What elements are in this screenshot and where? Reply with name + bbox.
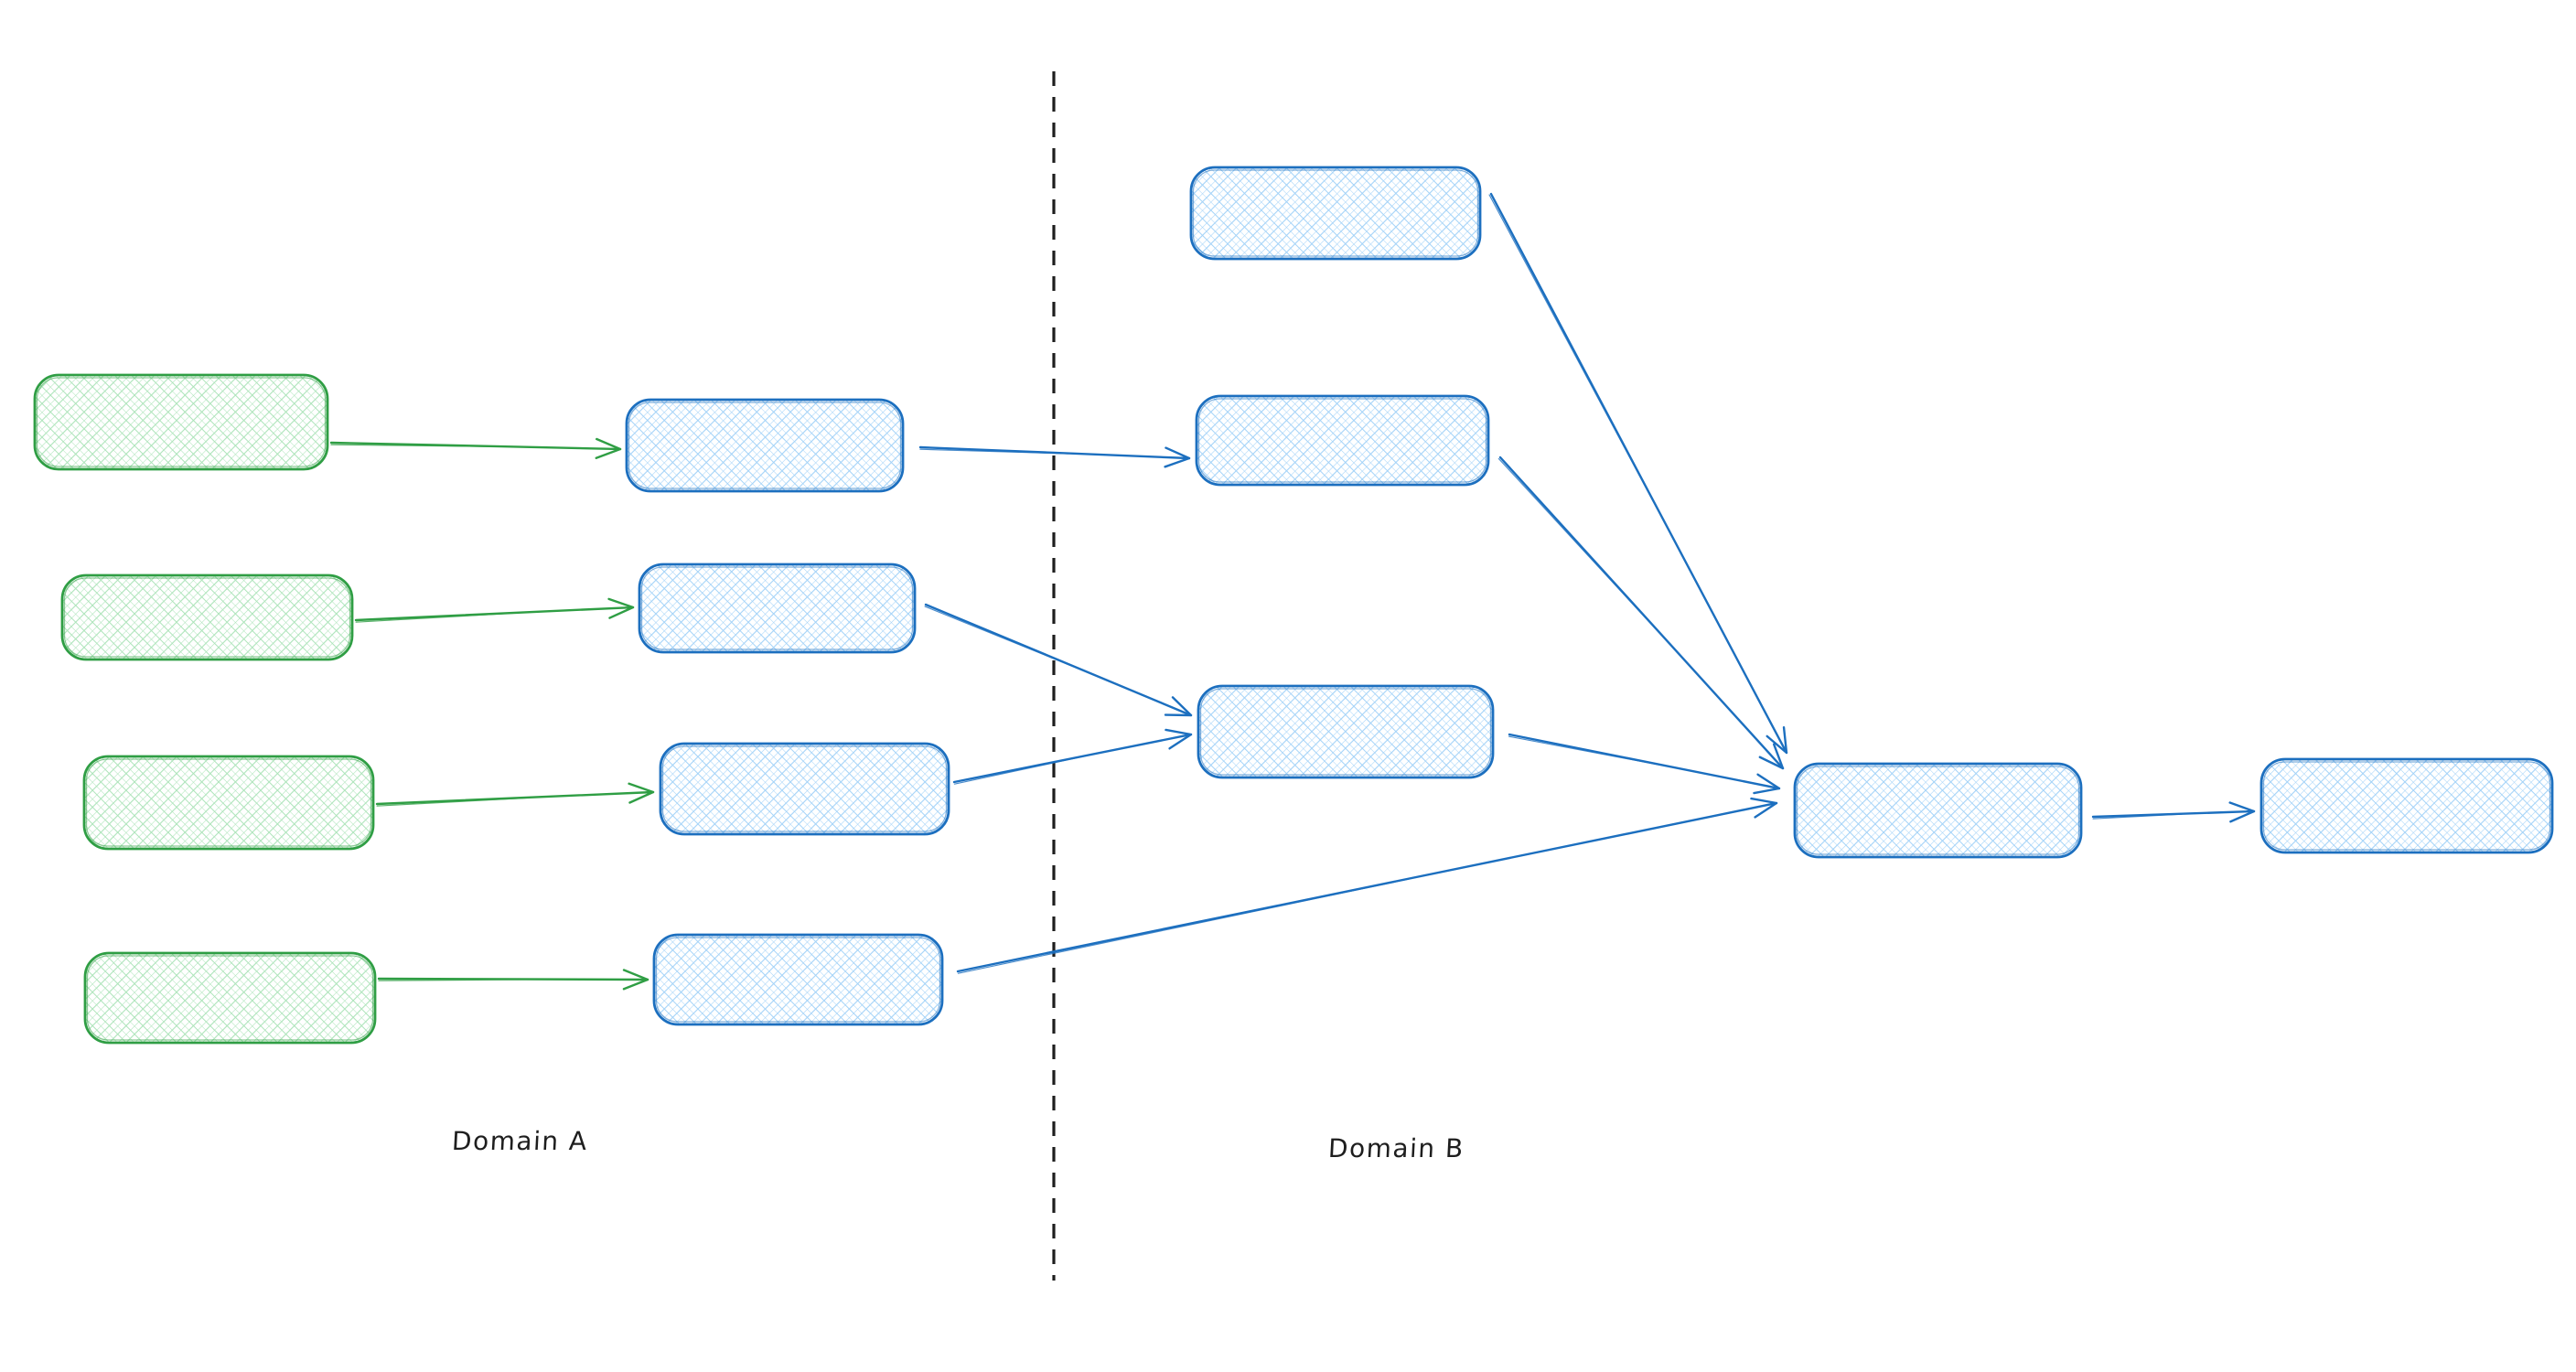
domain-b-merge-node-sketch-stroke xyxy=(1796,766,2080,855)
domain-a-node-1-sketch-stroke xyxy=(628,402,902,489)
edge-a2-to-b3-arrowhead-upper xyxy=(1171,696,1193,717)
domain-a-node-2-sketch-stroke xyxy=(640,566,914,650)
edge-a1-to-b2-arrowhead-upper xyxy=(1165,446,1191,460)
domain-a-source-1-shape xyxy=(33,373,329,471)
domain-a-node-3-sketch-stroke xyxy=(661,745,948,832)
edge-source2-to-a2-arrowhead-upper xyxy=(607,597,635,609)
domain-a-node-2[interactable] xyxy=(638,563,917,654)
domain-a-node-1-shape xyxy=(625,398,905,493)
edge-source4-to-a4-arrowhead-lower xyxy=(622,978,649,991)
edge-a2-to-b3[interactable] xyxy=(924,603,1193,717)
edge-a4-to-merge[interactable] xyxy=(956,797,1778,974)
domain-b-output-node[interactable] xyxy=(2259,757,2554,854)
edge-a1-to-b2[interactable] xyxy=(918,445,1191,468)
domain-a-source-2[interactable] xyxy=(60,573,354,661)
edge-source1-to-a1[interactable] xyxy=(329,437,622,460)
domain-a-node-4-sketch-stroke xyxy=(655,937,941,1023)
edge-merge-to-output[interactable] xyxy=(2091,801,2256,823)
domain-a-node-3-shape xyxy=(659,742,950,836)
edge-a3-to-b3[interactable] xyxy=(952,728,1193,785)
edge-source1-to-a1-sketch-stroke xyxy=(330,444,491,447)
edge-b2-to-merge-sketch-stroke xyxy=(1497,457,1657,629)
edge-source2-to-a2-arrowhead-lower xyxy=(608,606,635,619)
domain-a-source-3-shape xyxy=(82,755,375,851)
domain-a-source-4[interactable] xyxy=(83,951,377,1045)
edge-a1-to-b2-arrowhead-lower xyxy=(1164,456,1191,468)
domain-b-node-2-sketch-stroke xyxy=(1197,398,1487,483)
domain-a-source-2-sketch-stroke xyxy=(63,577,351,658)
edge-source1-to-a1-arrowhead-lower xyxy=(595,447,622,460)
domain-a-node-4-shape xyxy=(652,933,944,1026)
domain-b-node-1[interactable] xyxy=(1189,166,1482,261)
edge-b1-to-merge[interactable] xyxy=(1488,192,1788,755)
edge-source3-to-a3-arrowhead-lower xyxy=(628,790,655,804)
edge-a4-to-merge-sketch-stroke xyxy=(957,878,1409,974)
domain-a-source-2-shape xyxy=(60,573,354,661)
domain-b-merge-node-shape xyxy=(1793,762,2083,859)
domain-b-node-3-shape xyxy=(1197,684,1495,779)
edge-a4-to-merge-arrowhead-lower xyxy=(1754,801,1778,819)
edge-a2-to-b3-sketch-stroke xyxy=(924,606,1072,667)
edge-merge-to-output-arrowhead-upper xyxy=(2228,801,2256,813)
edge-a1-to-b2-sketch-stroke xyxy=(919,448,1069,455)
domain-b-node-1-shape xyxy=(1189,166,1482,261)
edge-source4-to-a4-arrowhead-upper xyxy=(622,969,649,981)
edge-source2-to-a2-sketch-stroke xyxy=(355,613,510,623)
edge-b3-to-merge-sketch-stroke xyxy=(1508,735,1658,766)
domain-b-node-3-sketch-stroke xyxy=(1199,688,1492,776)
domain-a-node-4[interactable] xyxy=(652,933,944,1026)
edge-a4-to-merge-arrowhead-upper xyxy=(1750,797,1778,805)
domain-a-node-2-shape xyxy=(638,563,917,654)
edge-source2-to-a2[interactable] xyxy=(354,597,635,623)
edge-b2-to-merge[interactable] xyxy=(1497,456,1785,770)
edge-source4-to-a4-sketch-stroke xyxy=(378,979,528,981)
domain-a-source-1-sketch-stroke xyxy=(36,377,327,467)
domain-b-node-1-sketch-stroke xyxy=(1192,169,1479,257)
edge-a3-to-b3-arrowhead-upper xyxy=(1165,728,1193,736)
domain-a-source-4-sketch-stroke xyxy=(86,955,374,1041)
domain-a-source-3[interactable] xyxy=(82,755,375,851)
domain-b-label[interactable]: Domain B xyxy=(1327,1133,1465,1163)
edge-b3-to-merge-arrowhead-upper xyxy=(1756,773,1781,790)
edge-b2-to-merge-arrowhead-lower xyxy=(1758,756,1785,770)
edge-b3-to-merge[interactable] xyxy=(1508,733,1781,795)
domain-b-node-2[interactable] xyxy=(1195,394,1490,487)
edge-merge-to-output-sketch-stroke xyxy=(2092,813,2183,820)
domain-b-merge-node[interactable] xyxy=(1793,762,2083,859)
edge-b1-to-merge-arrowhead-lower xyxy=(1766,734,1788,755)
edge-b1-to-merge-sketch-stroke xyxy=(1488,194,1654,502)
domain-a-node-3[interactable] xyxy=(659,742,950,836)
edge-a3-to-b3-arrowhead-lower xyxy=(1168,733,1193,750)
edge-b2-to-merge-arrowhead-upper xyxy=(1772,743,1785,770)
edge-source1-to-a1-arrowhead-upper xyxy=(596,437,622,451)
domain-b-node-3[interactable] xyxy=(1197,684,1495,779)
edge-merge-to-output-arrowhead-lower xyxy=(2229,809,2256,823)
domain-a-label[interactable]: Domain A xyxy=(451,1126,589,1156)
domain-b-output-node-shape xyxy=(2259,757,2554,854)
edge-b1-to-merge-arrowhead-upper xyxy=(1782,725,1788,755)
domain-a-source-1[interactable] xyxy=(33,373,329,471)
domain-a-source-4-shape xyxy=(83,951,377,1045)
edge-source3-to-a3[interactable] xyxy=(375,782,655,807)
edge-b3-to-merge-arrowhead-lower xyxy=(1753,787,1781,795)
domain-a-source-3-sketch-stroke xyxy=(85,758,372,847)
domain-a-node-1[interactable] xyxy=(625,398,905,493)
edge-source4-to-a4[interactable] xyxy=(377,969,649,991)
domain-b-node-2-shape xyxy=(1195,394,1490,487)
edge-a3-to-b3-sketch-stroke xyxy=(953,756,1086,785)
edge-source3-to-a3-arrowhead-upper xyxy=(628,782,655,794)
edge-source3-to-a3-sketch-stroke xyxy=(376,797,530,807)
domain-b-output-node-sketch-stroke xyxy=(2262,761,2551,851)
